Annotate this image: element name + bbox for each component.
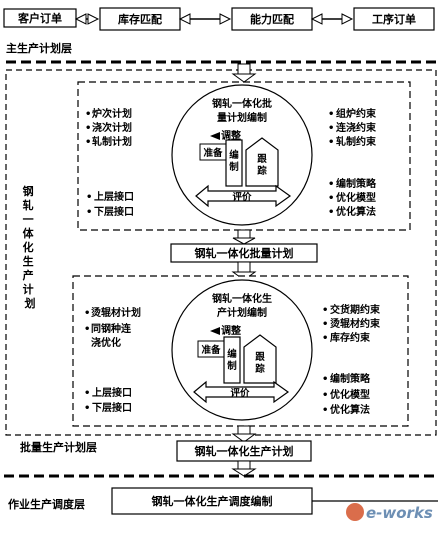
- svg-text:•: •: [84, 403, 90, 414]
- flow-arrow: [231, 425, 257, 443]
- left-item-1: 炉次计划: [92, 107, 132, 120]
- svg-text:•: •: [328, 137, 334, 148]
- side-label: 钢 轧 一 体 化 生 产 计 划: [23, 184, 38, 310]
- compile-label: 编制: [229, 149, 239, 173]
- svg-text:•: •: [328, 123, 334, 134]
- right-item-3: 轧制约束: [336, 135, 377, 148]
- eworks-watermark: e-works: [346, 503, 433, 522]
- compile-box: [223, 336, 241, 384]
- operation-layer-label: 作业生产调度层: [8, 497, 85, 511]
- flow-arrow: [231, 63, 257, 83]
- circle-title-1: 钢轧一体化生: [212, 292, 272, 305]
- flow-arrow: [232, 229, 256, 245]
- svg-text:•: •: [322, 319, 328, 330]
- flow-arrow: [231, 460, 257, 477]
- svg-text:•: •: [86, 192, 92, 203]
- method-3: 优化算法: [336, 205, 376, 218]
- master-layer-label: 主生产计划层: [6, 41, 72, 55]
- method-3: 优化算法: [330, 403, 370, 416]
- evaluate-arrow: [195, 184, 292, 208]
- right-item-3: 库存约束: [330, 331, 371, 344]
- right-item-2: 连浇约束: [336, 121, 377, 134]
- scheduling-label: 钢轧一体化生产调度编制: [152, 494, 273, 508]
- compile-label: 编制: [227, 348, 237, 372]
- process-order-label: 工序订单: [372, 12, 416, 26]
- lower-interface: 下层接口: [92, 401, 132, 414]
- track-box: [243, 334, 277, 384]
- svg-text:•: •: [328, 193, 334, 204]
- watermark-text: e-works: [366, 504, 433, 522]
- inventory-matching-label: 库存匹配: [118, 12, 162, 26]
- lower-interface: 下层接口: [94, 205, 134, 218]
- customer-order-label: 客户订单: [17, 11, 62, 25]
- evaluate-label: 评价: [232, 191, 252, 203]
- production-plan-block: 烫辊材计划 同钢种连 浇优化 • • 交货期约束 烫辊材约束 库存约束 • • • 钢…: [72, 275, 409, 427]
- left-item-2: 同钢种连: [91, 322, 132, 335]
- process-order-box: [353, 7, 435, 31]
- circle-title-2: 产计划编制: [217, 306, 267, 319]
- left-item-3: 轧制计划: [92, 135, 132, 148]
- track-label: 跟踪: [257, 154, 267, 177]
- circle-title-2: 量计划编制: [217, 111, 267, 124]
- svg-text:•: •: [84, 308, 90, 319]
- batch-plan-label: 钢轧一体化批量计划: [195, 246, 294, 260]
- left-item-2: 浇次计划: [92, 121, 132, 134]
- prepare-label: 准备: [201, 344, 221, 356]
- batch-plan-block: 炉次计划 浇次计划 轧制计划 • • • 组炉约束 连浇约束 轧制约束 • • • 钢轧…: [77, 81, 411, 231]
- svg-text:•: •: [85, 137, 91, 148]
- left-item-3: 浇优化: [91, 336, 121, 349]
- svg-text:•: •: [322, 374, 328, 385]
- method-1: 编制策略: [336, 177, 377, 190]
- svg-text:•: •: [322, 305, 328, 316]
- svg-text:•: •: [322, 333, 328, 344]
- method-2: 优化模型: [336, 191, 376, 204]
- adjust-label: 调整: [221, 129, 241, 142]
- svg-text:•: •: [86, 207, 92, 218]
- svg-text:•: •: [328, 109, 334, 120]
- svg-text:•: •: [85, 109, 91, 120]
- svg-text:•: •: [84, 388, 90, 399]
- svg-text:•: •: [322, 390, 328, 401]
- evaluate-arrow: [193, 380, 290, 404]
- svg-text:•: •: [328, 179, 334, 190]
- top-row: 客户订单 库存匹配 能力匹配 工序订单: [3, 7, 435, 31]
- batch-layer-label: 批量生产计划层: [20, 440, 97, 454]
- method-2: 优化模型: [330, 388, 370, 401]
- production-plan-label: 钢轧一体化生产计划: [195, 444, 294, 458]
- integrated-plan-group: [5, 69, 437, 436]
- evaluate-label: 评价: [230, 387, 250, 399]
- upper-interface: 上层接口: [94, 190, 134, 203]
- svg-text:•: •: [84, 324, 90, 335]
- svg-text:•: •: [85, 123, 91, 134]
- svg-text:•: •: [322, 405, 328, 416]
- right-item-2: 烫辊材约束: [330, 317, 381, 330]
- capacity-matching-label: 能力匹配: [250, 12, 294, 26]
- compile-box: [225, 139, 243, 187]
- prepare-label: 准备: [203, 147, 223, 159]
- right-item-1: 交货期约束: [330, 303, 381, 316]
- scheduling-box: [111, 487, 313, 515]
- track-box: [245, 137, 279, 187]
- left-item-1: 烫辊材计划: [91, 306, 141, 319]
- track-label: 跟踪: [255, 352, 265, 375]
- adjust-label: 调整: [221, 324, 241, 337]
- upper-interface: 上层接口: [92, 386, 132, 399]
- customer-order-box: [3, 8, 77, 28]
- method-1: 编制策略: [330, 372, 371, 385]
- right-item-1: 组炉约束: [336, 107, 377, 120]
- circle-title-1: 钢轧一体化批: [212, 97, 272, 110]
- svg-text:•: •: [328, 207, 334, 218]
